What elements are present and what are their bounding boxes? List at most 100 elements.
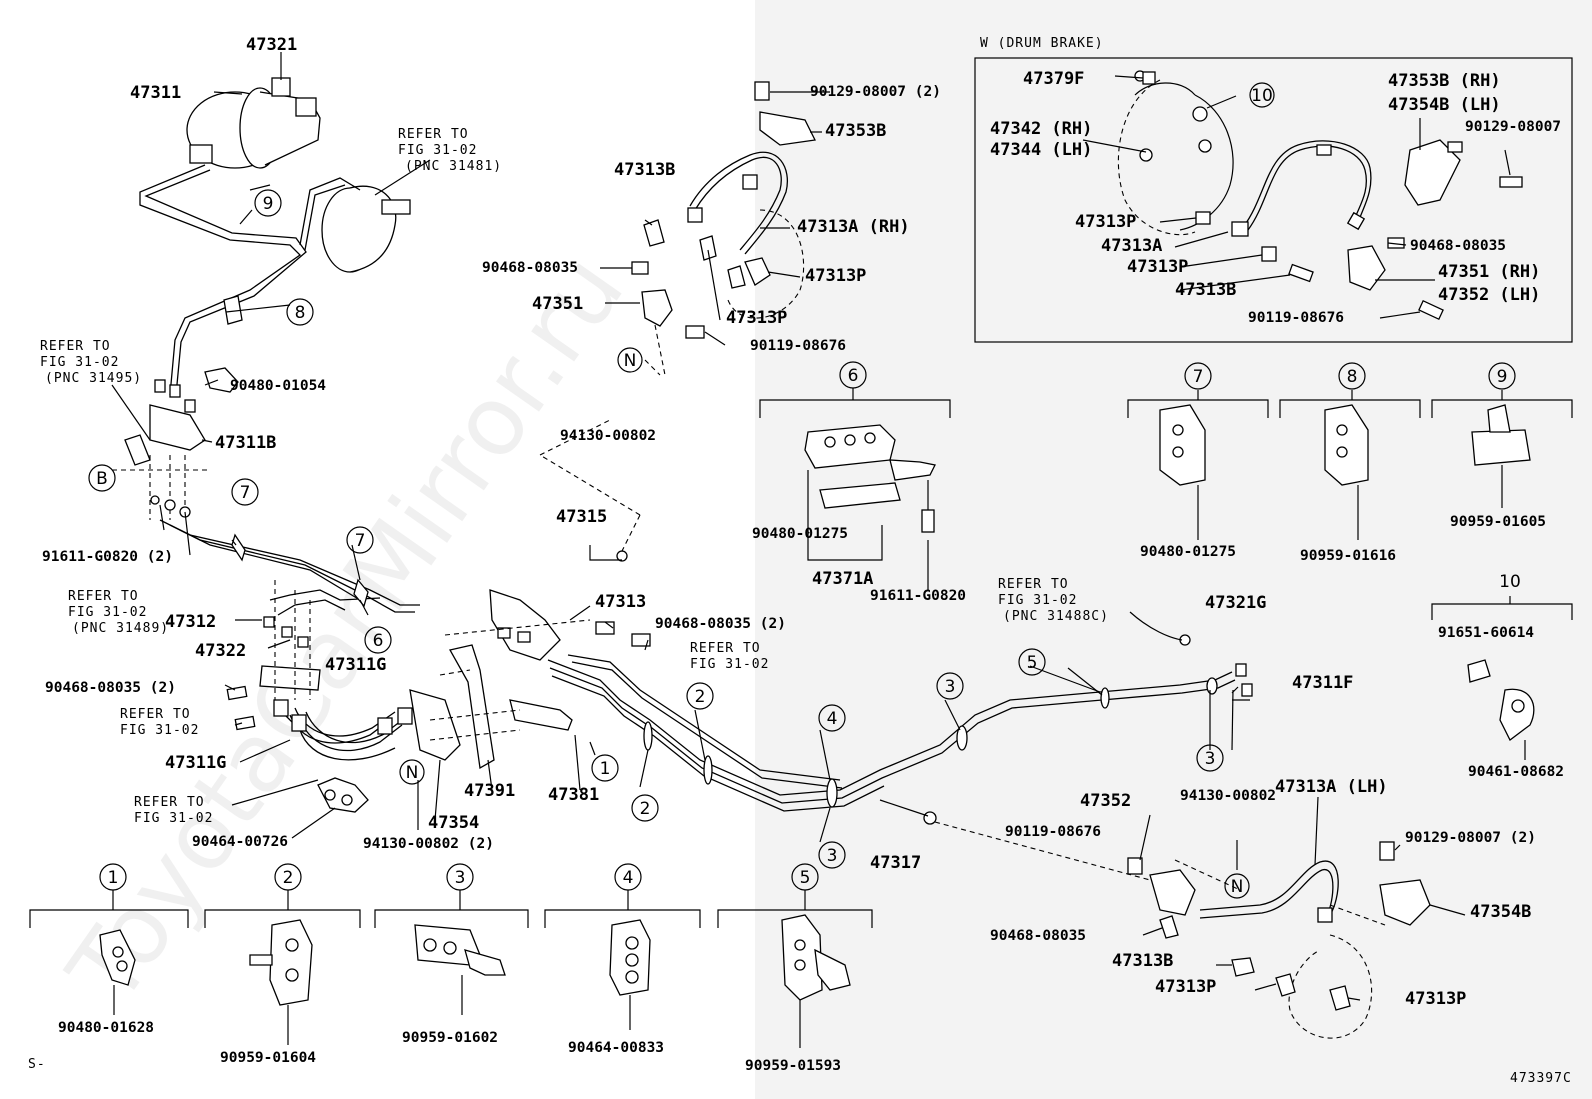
center-bracket-part [449,550,651,770]
label-91611-g0820: 91611-G0820 [870,588,966,604]
label-47313b-top: 47313B [614,160,675,180]
label-90480-01628: 90480-01628 [58,1020,154,1036]
label-47313p-drum-2: 47313P [1127,257,1188,277]
master-cylinder-part [186,77,321,169]
refer-note-7-line3: (PNC 31488C) [1003,609,1109,624]
figure-id: 473397C [1510,1071,1572,1086]
label-47354b: 47354B [1470,902,1531,922]
callout-2-diagram-a: 2 [640,799,651,819]
refer-note-3-line2: FIG 31-02 [68,605,147,620]
label-47313p-bottom-2: 47313P [1405,989,1466,1009]
refer-note-3-line3: (PNC 31489) [72,621,169,636]
refer-note-2-line3: (PNC 31495) [45,371,142,386]
callout-6-group: 6 [848,366,859,386]
drum-bracket-part [1142,71,1523,321]
label-47313p-bottom-1: 47313P [1155,977,1216,997]
label-47311g-bottom: 47311G [165,753,226,773]
callout-9-group: 9 [1497,367,1508,387]
label-90959-01604: 90959-01604 [220,1050,316,1066]
callout-6-diagram: 6 [373,631,384,651]
label-90480-01275-7: 90480-01275 [1140,544,1236,560]
label-90119-08676-bottom: 90119-08676 [1005,824,1101,840]
label-90480-01275-6: 90480-01275 [752,526,848,542]
label-47354b-lh: 47354B (LH) [1388,95,1501,115]
callout-8-group: 8 [1347,367,1358,387]
callout-3-diagram-a: 3 [827,846,838,866]
callout-7-diagram-a: 7 [240,483,251,503]
label-47344-lh: 47344 (LH) [990,140,1092,160]
refer-note-5-line2: FIG 31-02 [134,811,213,826]
callout-5-diagram: 5 [1027,653,1038,673]
label-90129-08007-2-bottom: 90129-08007 (2) [1405,830,1536,846]
label-47352: 47352 [1080,791,1131,811]
label-47313p-top-1: 47313P [805,266,866,286]
label-94130-00802-top: 94130-00802 [560,428,656,444]
label-47313a-rh: 47313A (RH) [797,217,910,237]
label-90119-08676-drum: 90119-08676 [1248,310,1344,326]
label-47317: 47317 [870,853,921,873]
callout-2-group: 2 [283,868,294,888]
label-47354: 47354 [428,813,479,833]
callout-3-diagram-c: 3 [1205,749,1216,769]
label-47321g: 47321G [1205,593,1266,613]
label-90468-08035-top: 90468-08035 [482,260,578,276]
callout-n-left: N [406,763,419,783]
label-90461-08682: 90461-08682 [1468,764,1564,780]
callout-7-diagram-b: 7 [355,531,366,551]
brake-drum-part [1117,70,1234,236]
label-90468-08035-drum: 90468-08035 [1410,238,1506,254]
callout-n-top: N [624,351,637,371]
callout-4-group: 4 [623,868,634,888]
label-91651-60614: 91651-60614 [1438,625,1534,641]
shaded-region [755,0,1592,1099]
drum-brake-title: W (DRUM BRAKE) [980,36,1104,51]
flex-hoses-47311g-part [273,689,461,761]
sheet-ref: S- [28,1057,46,1072]
refer-note-4-line1: REFER TO [120,707,191,722]
refer-note-1-line2: FIG 31-02 [398,143,477,158]
label-90959-01605: 90959-01605 [1450,514,1546,530]
label-47312: 47312 [165,612,216,632]
refer-note-7-line1: REFER TO [998,577,1069,592]
label-47352-lh: 47352 (LH) [1438,285,1540,305]
callout-1-diagram: 1 [600,759,611,779]
label-47311: 47311 [130,83,181,103]
label-47321: 47321 [246,35,297,55]
callout-8-diagram: 8 [295,303,306,323]
refer-note-4-line2: FIG 31-02 [120,723,199,738]
clamp-group-right [759,388,1573,760]
label-90959-01593: 90959-01593 [745,1058,841,1074]
callout-1-group: 1 [108,868,119,888]
label-47351: 47351 [532,294,583,314]
label-94130-00802-bottom: 94130-00802 [1180,788,1276,804]
label-47315: 47315 [556,507,607,527]
label-47311f: 47311F [1292,673,1353,693]
label-90480-01054: 90480-01054 [230,378,326,394]
label-47313a-drum: 47313A [1101,236,1162,256]
refer-note-6-line1: REFER TO [690,641,761,656]
refer-note-5-line1: REFER TO [134,795,205,810]
label-90129-08007-2-top: 90129-08007 (2) [810,84,941,100]
label-47322: 47322 [195,641,246,661]
callout-9-diagram: 9 [263,194,274,214]
label-94130-00802-2: 94130-00802 (2) [363,836,494,852]
hose-47313a-rh-part [631,81,816,339]
refer-note-2-line2: FIG 31-02 [40,355,119,370]
drum-brake-box [974,57,1573,343]
label-47313a-lh: 47313A (LH) [1275,777,1388,797]
label-47351-rh: 47351 (RH) [1438,262,1540,282]
refer-note-1-line1: REFER TO [398,127,469,142]
label-47371a: 47371A [812,569,873,589]
refer-note-7-line2: FIG 31-02 [998,593,1077,608]
label-47313b-drum: 47313B [1175,280,1236,300]
label-90468-08035-2-left: 90468-08035 (2) [45,680,176,696]
label-47381: 47381 [548,785,599,805]
label-90119-08676-top: 90119-08676 [750,338,846,354]
label-90468-08035-2-center: 90468-08035 (2) [655,616,786,632]
label-47353b: 47353B [825,121,886,141]
drum-hose-part [1231,140,1372,237]
clamp-90464-00726-part [317,777,369,813]
label-47379f: 47379F [1023,69,1084,89]
hose-47313a-lh-part [1127,841,1431,1039]
